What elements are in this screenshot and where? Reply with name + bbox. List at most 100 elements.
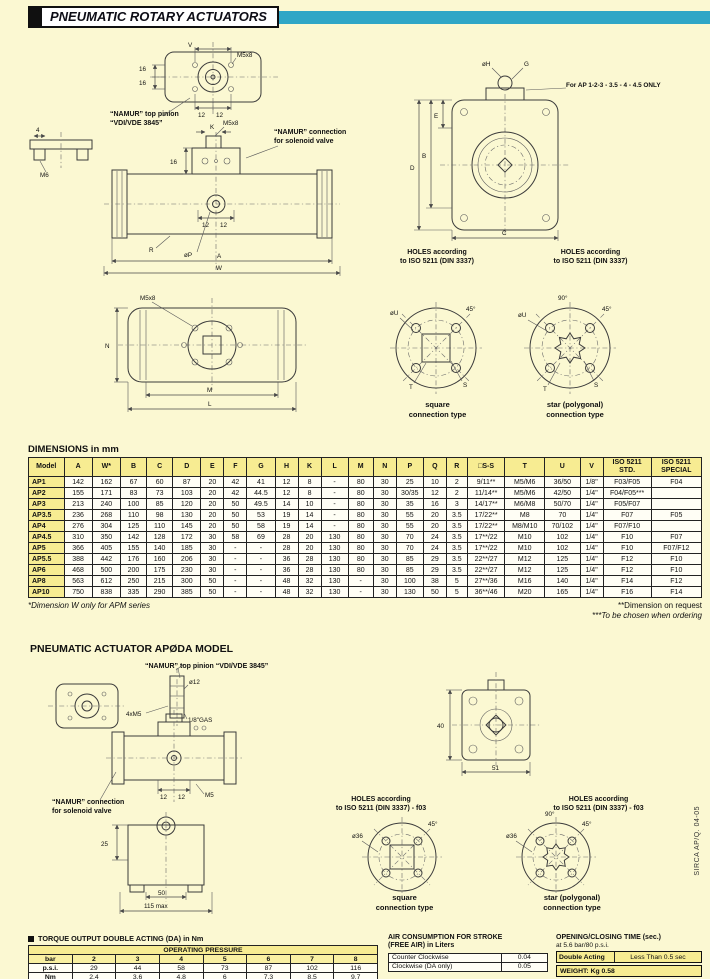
page-title: PNEUMATIC ROTARY ACTUATORS <box>50 9 267 24</box>
table-cell: 240 <box>91 498 121 511</box>
star-caption-line2: connection type <box>546 409 604 419</box>
table-cell: 100 <box>395 575 424 588</box>
angle-45-square: 45° <box>466 305 476 313</box>
row-header-cell: AP10 <box>28 586 65 599</box>
table-cell: 125 <box>544 553 581 566</box>
table-cell: 1/4" <box>579 487 604 500</box>
table-cell: 838 <box>91 586 121 599</box>
table-cell: 19 <box>274 509 299 522</box>
table-cell: - <box>320 520 349 533</box>
holes-note-line1: HOLES according <box>560 249 621 256</box>
table-cell: 366 <box>63 542 93 555</box>
table-cell: 80 <box>347 553 374 566</box>
table-cell: 4 <box>158 954 204 964</box>
operating-pressure-row: OPERATING PRESSURE <box>28 945 378 955</box>
ap0da-star-caption-line1: star (polygonal) <box>543 893 601 902</box>
ap0da-dim-51: 51 <box>492 765 500 772</box>
ap0da-namur-conn-line1: “NAMUR” connection <box>52 799 125 806</box>
column-header: C <box>146 456 174 478</box>
star-caption-line1: star (polygonal) <box>546 400 604 409</box>
table-cell: M12 <box>504 553 546 566</box>
table-cell: 9/11** <box>466 476 506 489</box>
namur-pinion-line2: “VDI/VDE 3845” <box>110 120 163 128</box>
table-cell: 36 <box>274 553 299 566</box>
table-cell: - <box>320 498 349 511</box>
table-cell: F12 <box>602 553 652 566</box>
row-header-cell: AP1 <box>28 476 65 489</box>
table-cell: 215 <box>146 575 174 588</box>
table-cell: 22**/27 <box>466 564 506 577</box>
row-header-cell: AP4 <box>28 520 65 533</box>
table-cell: F07/F12 <box>650 542 703 555</box>
document-code-label: SIRCA AP/Q. 04-05 <box>694 806 701 876</box>
ap0da-side-view: 25 50 115 max <box>101 812 213 914</box>
dim-d-label: D <box>410 165 415 172</box>
table-cell: - <box>347 586 374 599</box>
table-cell: - <box>246 542 276 555</box>
dim-4-label: 4 <box>36 127 40 134</box>
table-cell: 5 <box>445 575 468 588</box>
table-cell: 27**/36 <box>466 575 506 588</box>
table-cell: F03/F05 <box>602 476 652 489</box>
table-cell: 50 <box>200 586 225 599</box>
table-cell: 80 <box>347 531 374 544</box>
table-cell: 36**/46 <box>466 586 506 599</box>
table-cell: 69 <box>246 531 276 544</box>
table-cell: 60 <box>146 476 174 489</box>
table-cell: 58 <box>158 963 204 973</box>
table-cell: 55 <box>395 509 424 522</box>
table-cell: 3 <box>115 954 160 964</box>
star-connection-pattern: 90° 45° øU T S <box>518 294 616 394</box>
ap0da-holes-note-square: HOLES according to ISO 5211 (DIN 3337) -… <box>322 795 440 813</box>
table-cell: - <box>223 564 248 577</box>
table-cell: 20 <box>200 520 225 533</box>
table-cell: - <box>223 575 248 588</box>
table-cell: 30 <box>200 531 225 544</box>
table-cell: 20 <box>200 498 225 511</box>
table-cell: M5/M6 <box>504 476 546 489</box>
front-view-drawing: K 16 12 12 R øP A W M5x8 <box>103 120 341 276</box>
table-cell: - <box>320 476 349 489</box>
table-cell: F10 <box>650 564 703 577</box>
table-cell: 70 <box>395 542 424 555</box>
table-cell: 102 <box>544 542 581 555</box>
column-header: R <box>445 456 468 478</box>
table-cell: 206 <box>172 553 202 566</box>
table-cell: 0.04 <box>500 952 549 963</box>
ap0da-square-caption-line2: connection type <box>375 902 434 912</box>
table-cell: 750 <box>63 586 93 599</box>
table-cell: 20 <box>422 520 447 533</box>
table-cell: 36 <box>274 564 299 577</box>
table-cell: 24 <box>422 531 447 544</box>
table-cell: 5 <box>445 586 468 599</box>
table-cell <box>650 498 703 511</box>
table-cell: 130 <box>320 586 349 599</box>
table-cell: 175 <box>146 564 174 577</box>
table-cell: 30 <box>372 520 397 533</box>
table-cell: 98 <box>146 509 174 522</box>
table-cell: 7 <box>289 954 335 964</box>
table-cell: 145 <box>172 520 202 533</box>
table-cell: 3.5 <box>445 531 468 544</box>
dim-e-label: E <box>434 113 438 120</box>
dim-r-label: R <box>149 247 154 254</box>
row-header-cell: p.s.i. <box>28 963 73 973</box>
namur-pinion-line1: “NAMUR” top pinion <box>110 111 179 118</box>
row-header-cell: AP6 <box>28 564 65 577</box>
table-cell: 58 <box>223 531 248 544</box>
table-cell: 29 <box>71 963 117 973</box>
table-cell: - <box>320 509 349 522</box>
table-cell: 130 <box>395 586 424 599</box>
table-cell: 80 <box>347 487 374 500</box>
ap0da-dim-115max: 115 max <box>144 903 169 910</box>
column-header: M <box>347 456 374 478</box>
dim-12-b: 12 <box>216 112 224 119</box>
table-cell: 268 <box>91 509 121 522</box>
table-cell: 30 <box>372 476 397 489</box>
table-cell: 80 <box>347 542 374 555</box>
